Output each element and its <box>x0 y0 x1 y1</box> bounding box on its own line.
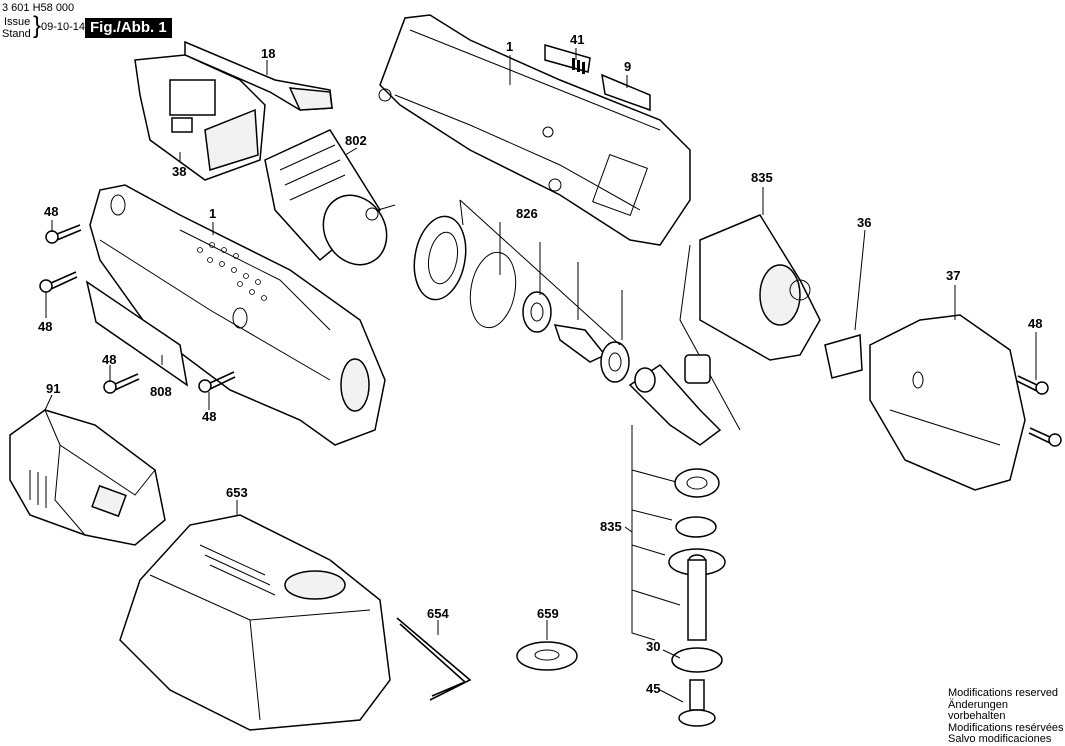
brace-glyph: } <box>33 12 42 39</box>
motor-802 <box>264 129 396 266</box>
leader-lines <box>44 48 1037 703</box>
charger-653 <box>119 514 391 731</box>
part-number: 3 601 H58 000 <box>2 2 75 14</box>
callout-41: 41 <box>570 32 585 47</box>
label-plate-9 <box>601 73 651 112</box>
callout-653: 653 <box>226 485 248 500</box>
callout-9: 9 <box>624 59 632 74</box>
housing-half-top <box>378 14 691 246</box>
callout-36: 36 <box>857 215 872 230</box>
callout-48-e: 48 <box>202 409 217 424</box>
notice-de: Änderungen vorbehalten <box>948 698 1008 722</box>
screw-48-g <box>1028 427 1062 447</box>
issue-label: Issue <box>4 16 31 28</box>
screw-48-c <box>103 373 140 394</box>
callout-30: 30 <box>646 639 661 654</box>
oscillating-fork <box>628 354 722 446</box>
callout-826: 826 <box>516 206 538 221</box>
callout-48-a: 48 <box>44 204 59 219</box>
callout-91: 91 <box>46 381 61 396</box>
issue-date: 09-10-14 <box>41 21 86 33</box>
figure-label: Fig./Abb. 1 <box>85 18 172 38</box>
screw-48-b <box>39 271 78 293</box>
callout-48-c: 48 <box>1028 316 1043 331</box>
notice-en: Modifications reserved <box>948 687 1059 699</box>
callout-45: 45 <box>646 681 661 696</box>
callout-654: 654 <box>427 606 449 621</box>
screw-48-a <box>45 224 82 244</box>
modifications-notice: Modifications reserved Änderungen vorbeh… <box>948 687 1065 746</box>
clip-36 <box>824 334 863 379</box>
screw-48-d <box>198 371 236 393</box>
callout-808: 808 <box>150 384 172 399</box>
callout-48-d: 48 <box>102 352 117 367</box>
callout-38: 38 <box>172 164 187 179</box>
electronics-module-38 <box>134 54 266 181</box>
callout-835-bottom: 835 <box>600 519 622 534</box>
notice-es: Salvo modificaciones <box>948 733 1052 745</box>
callout-1-top: 1 <box>506 39 514 54</box>
switch-slider-18 <box>184 40 333 111</box>
label-plate-41 <box>544 44 591 74</box>
callout-18: 18 <box>261 46 276 61</box>
callout-659: 659 <box>537 606 559 621</box>
hex-key-654 <box>396 617 472 701</box>
battery-pack-91 <box>9 409 166 546</box>
gear-parts-826 <box>413 199 630 383</box>
callout-802: 802 <box>345 133 367 148</box>
callout-48-b: 48 <box>38 319 53 334</box>
callout-835-top: 835 <box>751 170 773 185</box>
callout-1-left: 1 <box>209 206 217 221</box>
stand-label: Stand <box>2 28 31 40</box>
screw-48-e <box>1016 375 1049 395</box>
notice-fr: Modifications resérvées <box>948 721 1064 734</box>
saw-blade-659 <box>516 641 578 671</box>
nose-cover-37 <box>869 314 1026 491</box>
callout-37: 37 <box>946 268 961 283</box>
gear-head-835 <box>679 214 821 431</box>
spindle-assembly <box>631 425 726 727</box>
